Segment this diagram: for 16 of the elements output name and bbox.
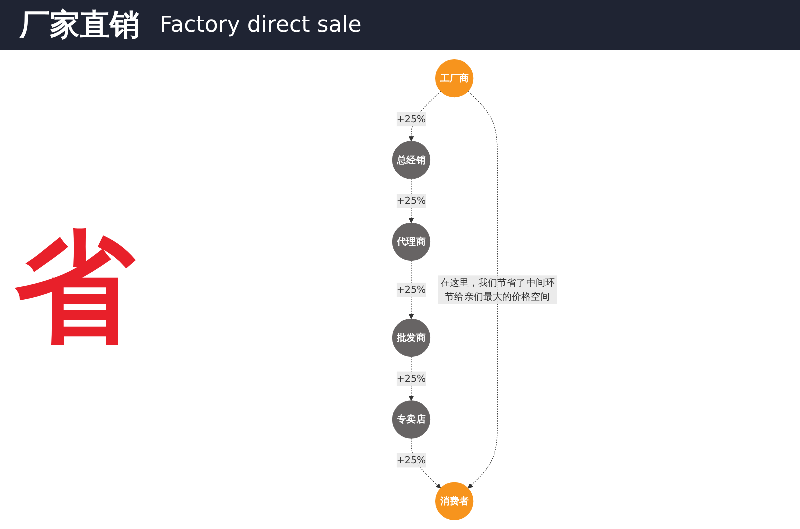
title: 厂家直销 xyxy=(20,6,140,44)
node-circle: 专卖店 xyxy=(392,400,431,438)
edge-label: +25% xyxy=(396,284,426,295)
node-circle: 消费者 xyxy=(435,482,474,520)
edge-label: +25% xyxy=(396,454,426,466)
edge-label: 在这里，我们节省了中间环节给亲们最大的价格空间 xyxy=(440,276,555,302)
edge-label: +25% xyxy=(396,372,426,384)
arrow xyxy=(468,90,498,488)
edge-label: +25% xyxy=(396,194,426,206)
large-character: 省 xyxy=(14,218,137,360)
edge-label: +25% xyxy=(396,112,426,124)
node-circle: 总经销 xyxy=(392,140,431,179)
node-circle: 批发商 xyxy=(392,318,431,357)
node-circle: 代理商 xyxy=(392,222,431,261)
subtitle: Factory direct sale xyxy=(160,12,362,38)
node-circle: 工厂商 xyxy=(435,58,474,98)
